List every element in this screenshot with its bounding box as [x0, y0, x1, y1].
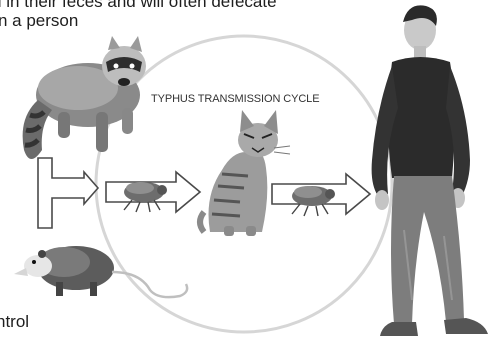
raccoon-illustration — [23, 36, 146, 159]
flea-2-illustration — [292, 186, 335, 216]
opossum-illustration — [14, 246, 187, 297]
person-illustration — [372, 5, 488, 336]
diagram-title: TYPHUS TRANSMISSION CYCLE — [151, 93, 319, 105]
flea-1-illustration — [124, 182, 167, 212]
cat-illustration — [200, 110, 290, 236]
branch-arrow — [38, 158, 98, 228]
